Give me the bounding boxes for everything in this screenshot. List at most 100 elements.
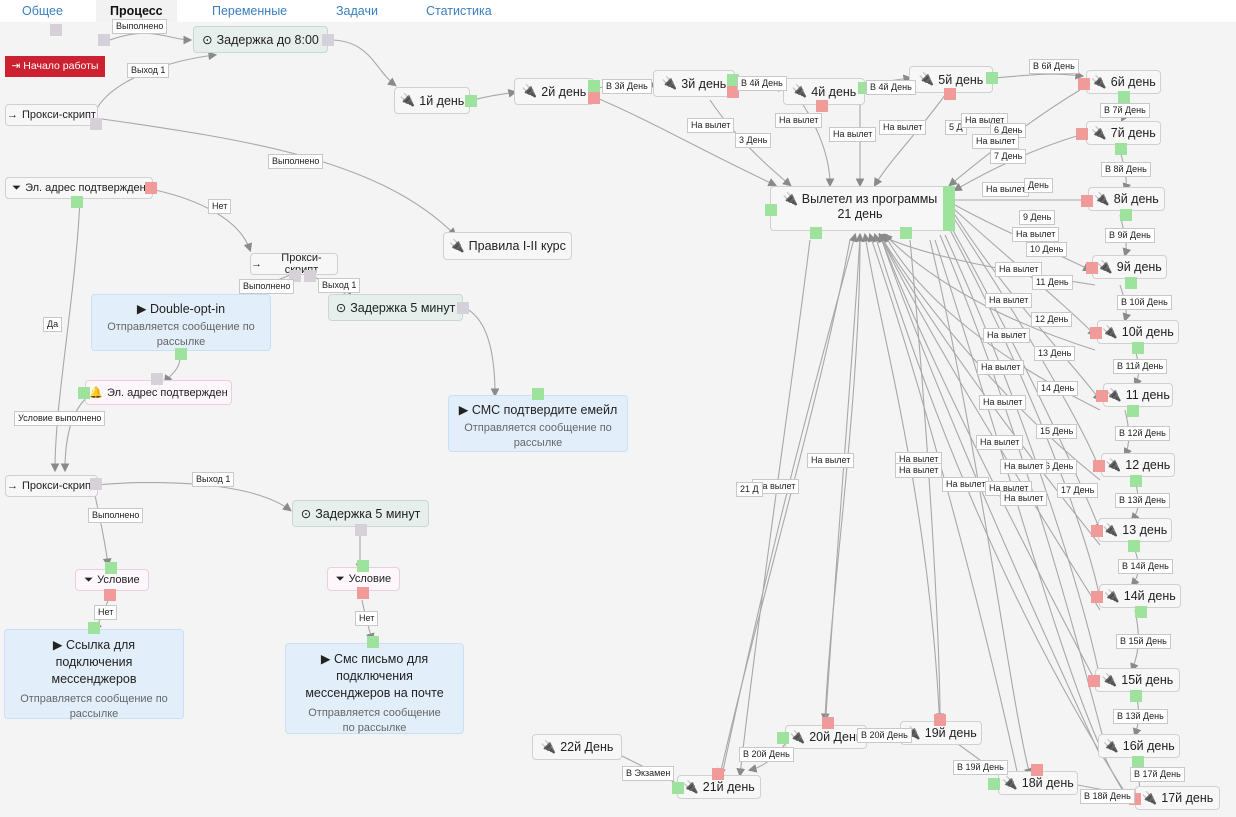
connector[interactable] — [1118, 91, 1130, 103]
node-day-22[interactable]: 🔌22й День — [532, 734, 622, 760]
connector[interactable] — [1096, 390, 1108, 402]
node-rules[interactable]: 🔌Правила I-II курс — [443, 232, 572, 260]
node-day-16[interactable]: 🔌16й день — [1098, 734, 1180, 758]
node-delay-5b[interactable]: ⊙Задержка 5 минут — [292, 500, 429, 527]
connector[interactable] — [1128, 540, 1140, 552]
connector[interactable] — [88, 622, 100, 634]
node-delay-5a[interactable]: ⊙Задержка 5 минут — [328, 294, 463, 321]
connector[interactable] — [50, 24, 62, 36]
node-day-14[interactable]: 🔌14й день — [1099, 584, 1181, 608]
connector[interactable] — [532, 388, 544, 400]
node-email-confirmed[interactable]: ⏷Эл. адрес подтвержден — [5, 177, 153, 199]
connector[interactable] — [988, 778, 1000, 790]
connector[interactable] — [457, 302, 469, 314]
connector[interactable] — [357, 587, 369, 599]
node-day-7[interactable]: 🔌7й день — [1086, 121, 1161, 145]
connector[interactable] — [1088, 675, 1100, 687]
connector[interactable] — [355, 524, 367, 536]
connector[interactable] — [1090, 327, 1102, 339]
connector[interactable] — [145, 182, 157, 194]
node-day-8[interactable]: 🔌8й день — [1088, 187, 1165, 211]
node-day-3[interactable]: 🔌3й день — [653, 70, 735, 97]
connector[interactable] — [816, 100, 828, 112]
process-canvas[interactable]: ⇥ Начало работы ⊙Задержка до 8:00 →Прокс… — [0, 19, 1236, 817]
connector[interactable] — [810, 227, 822, 239]
start-button[interactable]: ⇥ Начало работы — [5, 56, 105, 77]
connector[interactable] — [1130, 690, 1142, 702]
filter-icon: ⏷ — [84, 573, 94, 586]
connector[interactable] — [1132, 342, 1144, 354]
connector[interactable] — [90, 118, 102, 130]
connector[interactable] — [465, 95, 477, 107]
connector[interactable] — [98, 34, 110, 46]
connector[interactable] — [1091, 525, 1103, 537]
node-day-18[interactable]: 🔌18й день — [998, 771, 1078, 795]
node-day-11[interactable]: 🔌11 день — [1103, 383, 1173, 407]
node-proxy-3[interactable]: →Прокси-скрипт — [5, 475, 98, 497]
connector[interactable] — [1132, 756, 1144, 768]
node-day-2[interactable]: 🔌2й день — [514, 78, 594, 105]
connector[interactable] — [588, 80, 600, 92]
node-sms-confirm-email[interactable]: ▶ СМС подтвердите емейл Отправляется соо… — [448, 395, 628, 452]
connector[interactable] — [934, 714, 946, 726]
connector[interactable] — [175, 348, 187, 360]
connector[interactable] — [712, 768, 724, 780]
tab-tasks[interactable]: Задачи — [336, 4, 378, 18]
tab-statistics[interactable]: Статистика — [426, 4, 492, 18]
tab-process[interactable]: Процесс — [96, 0, 177, 22]
connector[interactable] — [1115, 143, 1127, 155]
connector[interactable] — [943, 186, 955, 231]
connector[interactable] — [588, 92, 600, 104]
node-day-9[interactable]: 🔌9й день — [1092, 255, 1167, 279]
connector[interactable] — [900, 227, 912, 239]
connector[interactable] — [1125, 277, 1137, 289]
connector[interactable] — [105, 562, 117, 574]
connector[interactable] — [1120, 209, 1132, 221]
connector[interactable] — [1127, 405, 1139, 417]
connector[interactable] — [1093, 460, 1105, 472]
connector[interactable] — [1130, 475, 1142, 487]
connector[interactable] — [1031, 764, 1043, 776]
connector[interactable] — [304, 270, 316, 282]
node-day-17[interactable]: 🔌17й день — [1135, 786, 1220, 810]
connector[interactable] — [1081, 195, 1093, 207]
connector[interactable] — [986, 72, 998, 84]
plug-icon: 🔌 — [1141, 790, 1158, 805]
connector[interactable] — [727, 86, 739, 98]
node-proxy-1[interactable]: →Прокси-скрипт — [5, 104, 98, 126]
node-day-13[interactable]: 🔌13 день — [1098, 518, 1172, 542]
connector[interactable] — [1091, 591, 1103, 603]
connector[interactable] — [1135, 606, 1147, 618]
connector[interactable] — [151, 373, 163, 385]
node-day-15[interactable]: 🔌15й день — [1095, 668, 1180, 692]
connector[interactable] — [78, 387, 90, 399]
node-double-opt-in[interactable]: ▶ Double-opt-in Отправляется сообщение п… — [91, 294, 271, 351]
connector[interactable] — [104, 589, 116, 601]
node-day-10[interactable]: 🔌10й день — [1097, 320, 1179, 344]
connector[interactable] — [1078, 78, 1090, 90]
connector[interactable] — [1086, 262, 1098, 274]
connector[interactable] — [672, 782, 684, 794]
node-messenger-link[interactable]: ▶ Ссылка для подключения мессенджеров От… — [4, 629, 184, 720]
connector[interactable] — [1076, 128, 1088, 140]
node-email-confirmed-2[interactable]: 🔔Эл. адрес подтвержден — [85, 380, 232, 405]
connector[interactable] — [357, 560, 369, 572]
node-sms-letter[interactable]: ▶ Смс письмо для подключения мессенджеро… — [285, 643, 464, 734]
connector[interactable] — [765, 204, 777, 216]
connector[interactable] — [367, 636, 379, 648]
node-day-20[interactable]: 🔌20й День — [785, 725, 867, 749]
node-day-12[interactable]: 🔌12 день — [1101, 453, 1175, 477]
node-dropped-out[interactable]: 🔌 Вылетел из программы 21 день — [770, 186, 950, 231]
connector[interactable] — [777, 732, 789, 744]
connector[interactable] — [71, 196, 83, 208]
connector[interactable] — [90, 478, 102, 490]
connector[interactable] — [322, 34, 334, 46]
connector[interactable] — [727, 74, 739, 86]
connector[interactable] — [944, 88, 956, 100]
tab-variables[interactable]: Переменные — [212, 4, 288, 18]
node-day-6[interactable]: 🔌6й день — [1086, 70, 1161, 94]
tab-general[interactable]: Общее — [22, 4, 63, 18]
connector[interactable] — [822, 717, 834, 729]
node-day-1[interactable]: 🔌1й день — [394, 87, 470, 114]
node-delay-8[interactable]: ⊙Задержка до 8:00 — [193, 26, 328, 53]
